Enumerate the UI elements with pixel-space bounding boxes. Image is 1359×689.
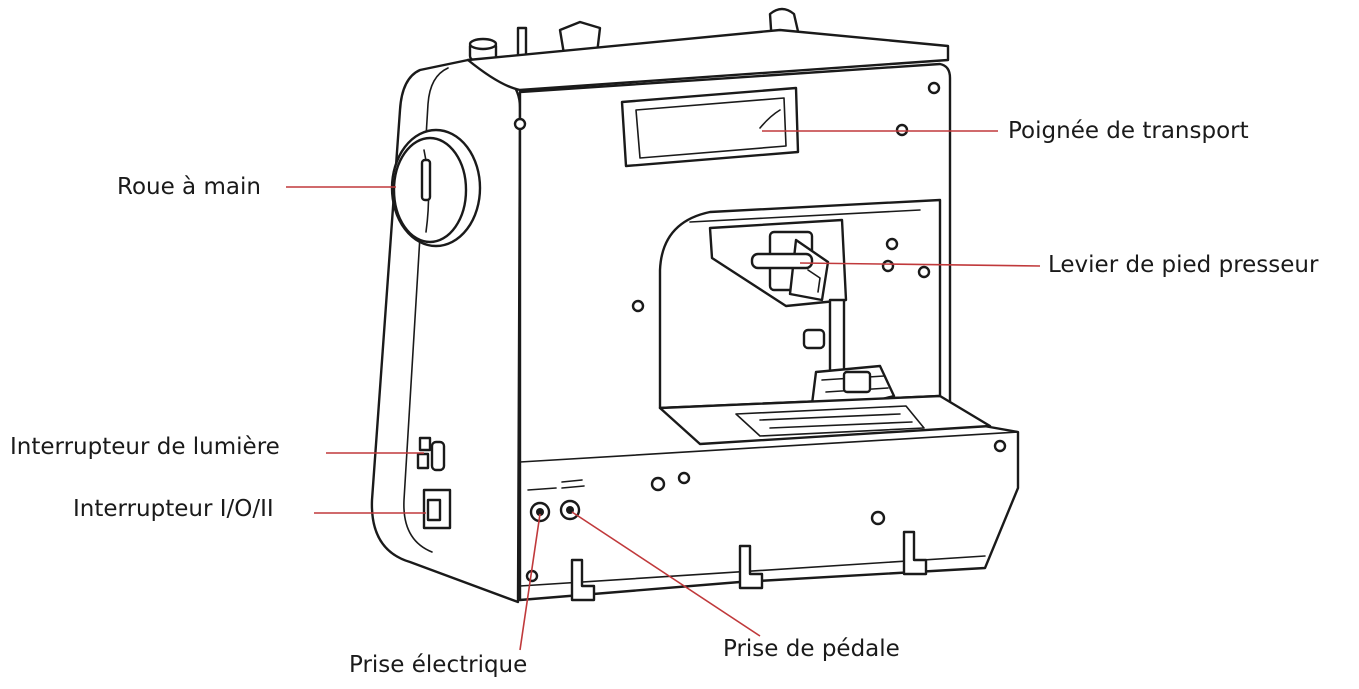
handwheel bbox=[392, 130, 480, 246]
label-pedal-socket: Prise de pédale bbox=[723, 638, 900, 661]
label-light-switch: Interrupteur de lumière bbox=[10, 436, 280, 459]
label-handle: Poignée de transport bbox=[1008, 120, 1249, 143]
label-presser-lever: Levier de pied presseur bbox=[1048, 254, 1318, 277]
label-handwheel: Roue à main bbox=[117, 176, 261, 199]
label-power-switch: Interrupteur I/O/II bbox=[73, 498, 274, 521]
label-power-socket: Prise électrique bbox=[349, 654, 527, 677]
